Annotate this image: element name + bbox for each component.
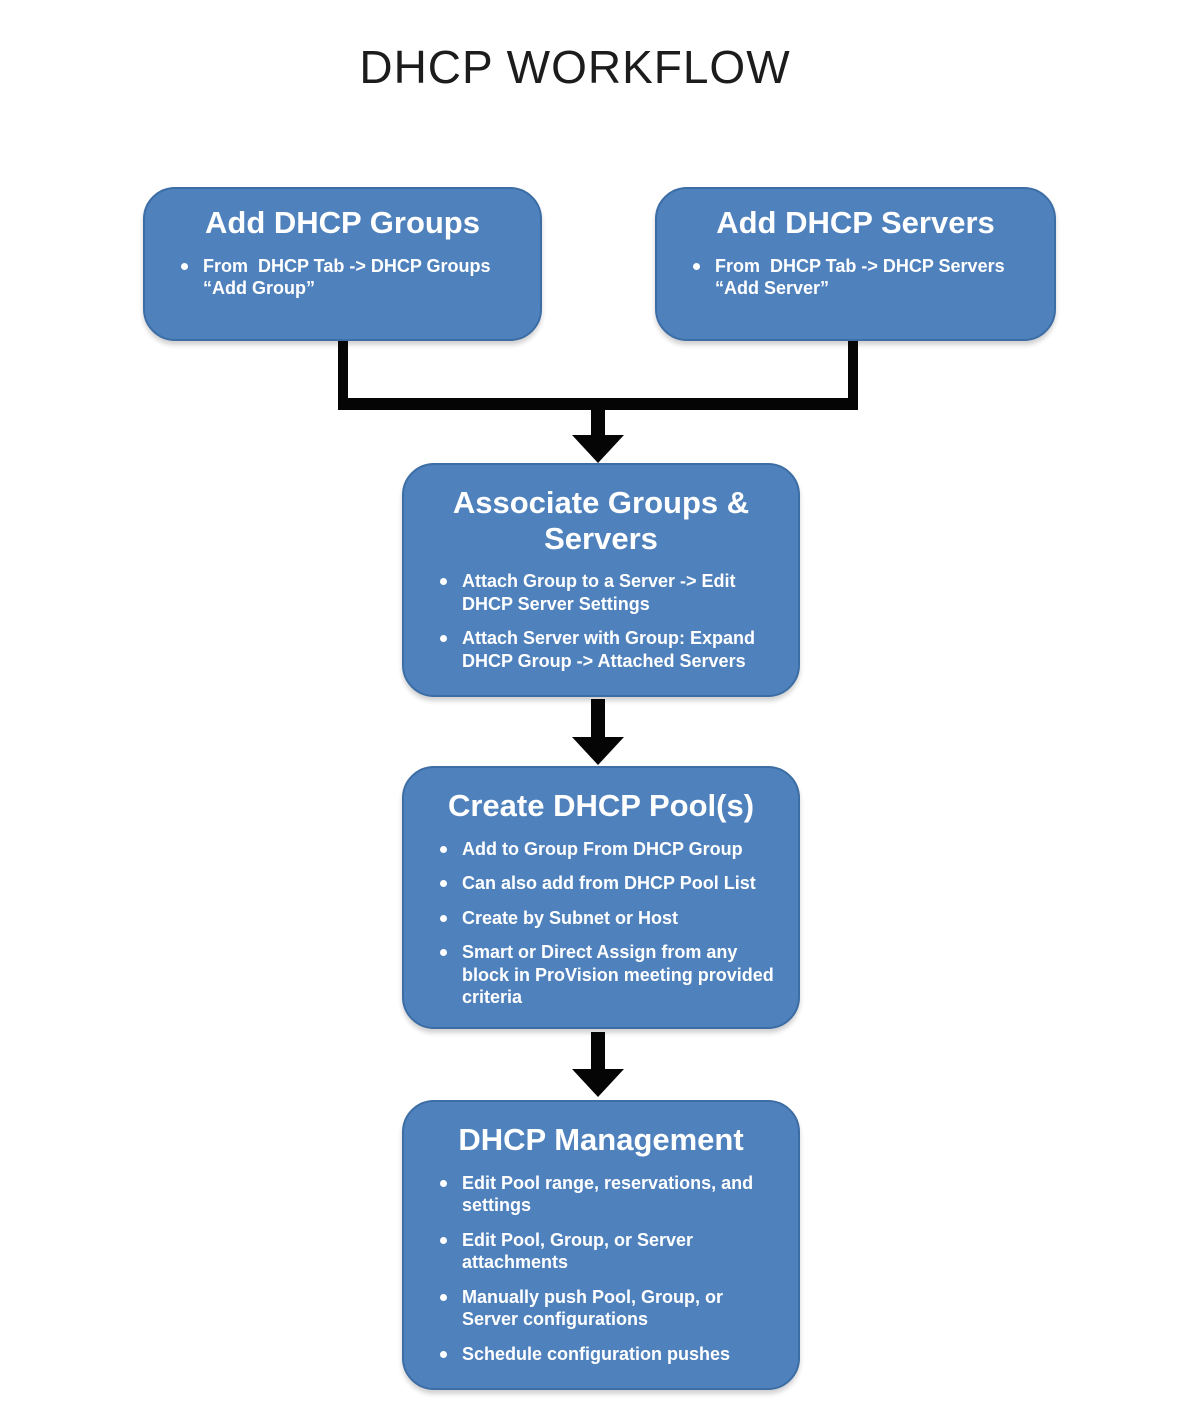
arrow-stem bbox=[591, 408, 605, 438]
node-title: Add DHCP Servers bbox=[716, 205, 995, 240]
connector-horizontal-line bbox=[338, 398, 858, 410]
node-add-dhcp-groups: Add DHCP Groups From DHCP Tab -> DHCP Gr… bbox=[143, 187, 542, 341]
bullet-item: Add to Group From DHCP Group bbox=[436, 838, 774, 861]
bullet-list: Edit Pool range, reservations, and setti… bbox=[422, 1172, 780, 1366]
connector-left-vertical-line bbox=[338, 341, 348, 403]
bullet-item: Edit Pool, Group, or Server attachments bbox=[436, 1229, 774, 1274]
node-add-dhcp-servers: Add DHCP Servers From DHCP Tab -> DHCP S… bbox=[655, 187, 1056, 341]
bullet-list: From DHCP Tab -> DHCP Groups “Add Group” bbox=[163, 255, 522, 300]
bullet-item: Can also add from DHCP Pool List bbox=[436, 872, 774, 895]
bullet-item: Create by Subnet or Host bbox=[436, 907, 774, 930]
bullet-item: Attach Server with Group: Expand DHCP Gr… bbox=[436, 627, 774, 672]
bullet-item: Smart or Direct Assign from any block in… bbox=[436, 941, 774, 1009]
bullet-item: From DHCP Tab -> DHCP Groups “Add Group” bbox=[177, 255, 516, 300]
arrow-down-icon bbox=[572, 737, 624, 765]
page-title: DHCP WORKFLOW bbox=[359, 41, 791, 93]
node-associate-groups-servers: Associate Groups & Servers Attach Group … bbox=[402, 463, 800, 697]
bullet-item: Attach Group to a Server -> Edit DHCP Se… bbox=[436, 570, 774, 615]
node-dhcp-management: DHCP Management Edit Pool range, reserva… bbox=[402, 1100, 800, 1390]
bullet-list: From DHCP Tab -> DHCP Servers “Add Serve… bbox=[675, 255, 1036, 300]
arrow-stem bbox=[591, 1032, 605, 1071]
arrow-stem bbox=[591, 699, 605, 739]
node-title: Associate Groups & Servers bbox=[452, 485, 750, 556]
node-title: Create DHCP Pool(s) bbox=[447, 788, 755, 823]
bullet-list: Attach Group to a Server -> Edit DHCP Se… bbox=[422, 570, 780, 672]
bullet-item: Edit Pool range, reservations, and setti… bbox=[436, 1172, 774, 1217]
connector-right-vertical-line bbox=[848, 341, 858, 403]
bullet-item: Schedule configuration pushes bbox=[436, 1343, 774, 1366]
bullet-list: Add to Group From DHCP Group Can also ad… bbox=[422, 838, 780, 1009]
node-create-dhcp-pools: Create DHCP Pool(s) Add to Group From DH… bbox=[402, 766, 800, 1029]
node-title: DHCP Management bbox=[458, 1122, 744, 1157]
arrow-down-icon bbox=[572, 1069, 624, 1097]
bullet-item: Manually push Pool, Group, or Server con… bbox=[436, 1286, 774, 1331]
bullet-item: From DHCP Tab -> DHCP Servers “Add Serve… bbox=[689, 255, 1030, 300]
node-title: Add DHCP Groups bbox=[205, 205, 480, 240]
arrow-down-icon bbox=[572, 435, 624, 463]
